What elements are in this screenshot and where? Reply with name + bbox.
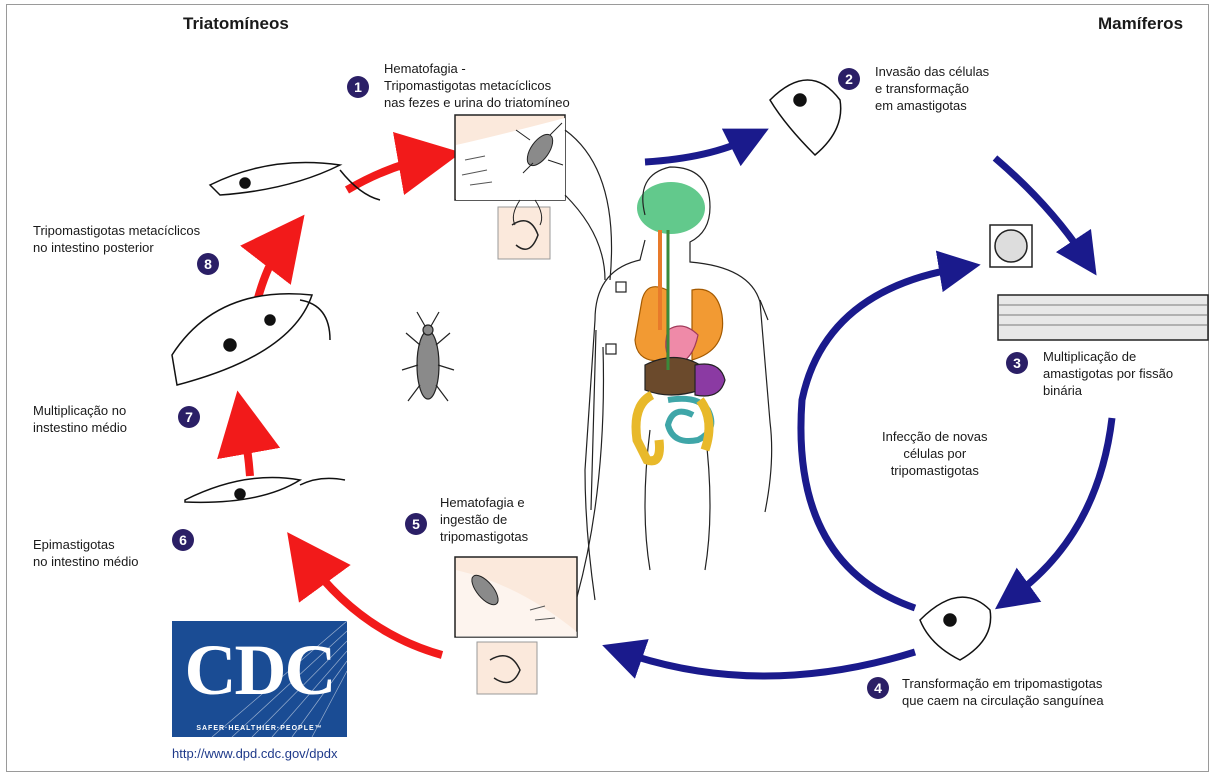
arrow-7-to-8 xyxy=(258,240,285,298)
step-2-label: Invasão das células e transformação em a… xyxy=(875,63,989,114)
cdc-logo-letters: CDC xyxy=(172,629,347,711)
center-infection-label: Infecção de novas células por tripomasti… xyxy=(882,428,988,479)
arrow-4-to-5 xyxy=(622,652,915,676)
step-3-badge: 3 xyxy=(1006,352,1028,374)
step-3-label: Multiplicação de amastigotas por fissão … xyxy=(1043,348,1173,399)
step-2-badge: 2 xyxy=(838,68,860,90)
cdc-logo: CDC SAFER·HEALTHIER·PEOPLE™ xyxy=(172,621,347,737)
step-8-badge: 8 xyxy=(197,253,219,275)
arrow-8-to-1 xyxy=(347,158,430,190)
step-6-badge: 6 xyxy=(172,529,194,551)
step-6-label: Epimastigotas no intestino médio xyxy=(33,536,139,570)
arrow-3-to-4 xyxy=(1012,418,1112,597)
arrow-6-to-7 xyxy=(243,422,250,476)
step-4-label: Transformação em tripomastigotas que cae… xyxy=(902,675,1104,709)
step-8-label: Tripomastigotas metacíclicos no intestin… xyxy=(33,222,200,256)
red-arrows xyxy=(243,158,442,655)
human-figure xyxy=(565,130,772,600)
step-7-badge: 7 xyxy=(178,406,200,428)
bite-inset-1 xyxy=(455,115,565,259)
cdc-logo-tagline: SAFER·HEALTHIER·PEOPLE™ xyxy=(172,725,347,732)
source-url[interactable]: http://www.dpd.cdc.gov/dpdx xyxy=(172,746,337,761)
step-4-badge: 4 xyxy=(867,677,889,699)
step-5-badge: 5 xyxy=(405,513,427,535)
bite-inset-5 xyxy=(455,557,577,694)
step-7-label: Multiplicação no instestino médio xyxy=(33,402,127,436)
step-1-label: Hematofagia - Tripomastigotas metacíclic… xyxy=(384,60,570,111)
title-triatomines: Triatomíneos xyxy=(183,14,289,34)
step-5-label: Hematofagia e ingestão de tripomastigota… xyxy=(440,494,528,545)
step-1-badge: 1 xyxy=(347,76,369,98)
triatomine-bug xyxy=(402,312,454,401)
title-mammals: Mamíferos xyxy=(1098,14,1183,34)
arrow-human-to-2 xyxy=(645,138,750,162)
